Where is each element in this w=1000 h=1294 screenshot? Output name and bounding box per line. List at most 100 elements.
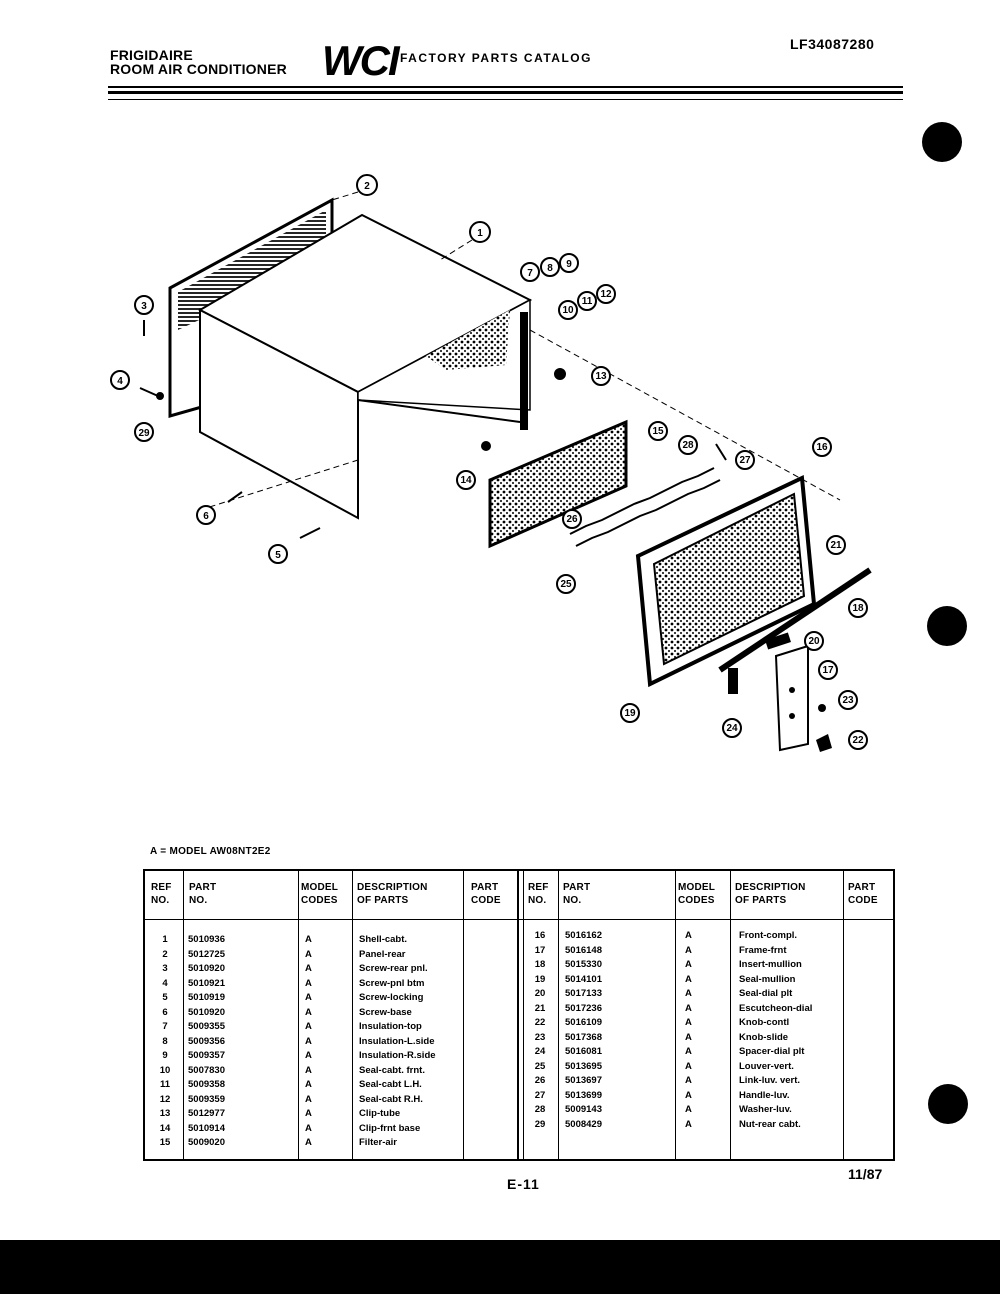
callout-24: 24: [722, 718, 742, 738]
scan-border: [0, 1240, 1000, 1294]
svg-text:17: 17: [822, 665, 834, 676]
svg-text:6: 6: [203, 511, 209, 522]
svg-text:20: 20: [808, 636, 820, 647]
callout-17: 17: [818, 660, 838, 680]
callout-12: 12: [596, 284, 616, 304]
exploded-parts-diagram: 2 1 7 8 9 10 11 12 13 3 4 29 6 5 14 15 2…: [110, 174, 872, 752]
front-panel: [635, 474, 872, 688]
svg-text:2: 2: [364, 181, 370, 192]
callout-11: 11: [577, 291, 597, 311]
svg-text:26: 26: [566, 514, 578, 525]
header-rule: [108, 86, 903, 88]
punch-hole-top: [922, 122, 962, 162]
svg-text:7: 7: [527, 268, 533, 279]
callout-15: 15: [648, 421, 668, 441]
callout-1: 1: [469, 221, 491, 243]
svg-text:4: 4: [117, 376, 123, 387]
svg-text:24: 24: [726, 723, 738, 734]
svg-text:13: 13: [595, 371, 607, 382]
callout-4: 4: [110, 370, 130, 390]
air-filter: [488, 419, 628, 549]
svg-text:16: 16: [816, 442, 828, 453]
brand-block: FRIGIDAIRE ROOM AIR CONDITIONER: [110, 48, 287, 76]
callout-18: 18: [848, 598, 868, 618]
svg-text:12: 12: [600, 289, 612, 300]
svg-text:19: 19: [624, 708, 636, 719]
callout-28: 28: [678, 435, 698, 455]
punch-hole-bottom: [928, 1084, 968, 1124]
callout-14: 14: [456, 470, 476, 490]
callout-3: 3: [134, 295, 154, 315]
callout-19: 19: [620, 703, 640, 723]
svg-text:21: 21: [830, 540, 842, 551]
callout-10: 10: [558, 300, 578, 320]
page-number: E-11: [507, 1176, 540, 1192]
cabinet-shell: [197, 213, 533, 520]
callout-2: 2: [356, 174, 378, 196]
model-note: A = MODEL AW08NT2E2: [150, 846, 271, 857]
svg-text:23: 23: [842, 695, 854, 706]
product-line: ROOM AIR CONDITIONER: [110, 61, 287, 77]
svg-text:22: 22: [852, 735, 864, 746]
leader-lines: [199, 191, 841, 511]
svg-text:10: 10: [562, 305, 574, 316]
svg-text:15: 15: [652, 426, 664, 437]
callout-6: 6: [196, 505, 216, 525]
svg-text:11: 11: [582, 296, 593, 307]
svg-text:28: 28: [682, 440, 694, 451]
callout-27: 27: [735, 450, 755, 470]
table-header-rule: [145, 919, 893, 920]
revision-date: 11/87: [848, 1166, 883, 1182]
callout-23: 23: [838, 690, 858, 710]
louver-assembly: [569, 467, 721, 547]
callout-29: 29: [134, 422, 154, 442]
wci-logo: WCI: [322, 37, 400, 84]
svg-text:25: 25: [560, 579, 572, 590]
callout-9: 9: [559, 253, 579, 273]
callout-5: 5: [268, 544, 288, 564]
callout-16: 16: [812, 437, 832, 457]
callout-25: 25: [556, 574, 576, 594]
svg-text:18: 18: [852, 603, 864, 614]
callout-21: 21: [826, 535, 846, 555]
svg-text:3: 3: [141, 301, 147, 312]
svg-text:5: 5: [275, 550, 281, 561]
svg-text:9: 9: [566, 259, 572, 270]
svg-text:27: 27: [739, 455, 751, 466]
callout-8: 8: [540, 257, 560, 277]
callout-7: 7: [520, 262, 540, 282]
header-rule-thick: [108, 91, 903, 94]
screws: [139, 320, 727, 539]
svg-text:1: 1: [477, 228, 483, 239]
svg-text:8: 8: [547, 263, 553, 274]
punch-hole-middle: [927, 606, 967, 646]
svg-text:29: 29: [138, 428, 150, 439]
catalog-page: FRIGIDAIRE ROOM AIR CONDITIONER WCI FACT…: [0, 0, 1000, 1240]
catalog-title: FACTORY PARTS CATALOG: [400, 51, 592, 65]
catalog-code: LF34087280: [790, 36, 875, 52]
callout-13: 13: [591, 366, 611, 386]
svg-text:14: 14: [460, 475, 472, 486]
seal-strip: [520, 312, 528, 430]
callout-22: 22: [848, 730, 868, 750]
callout-20: 20: [804, 631, 824, 651]
callout-26: 26: [562, 509, 582, 529]
